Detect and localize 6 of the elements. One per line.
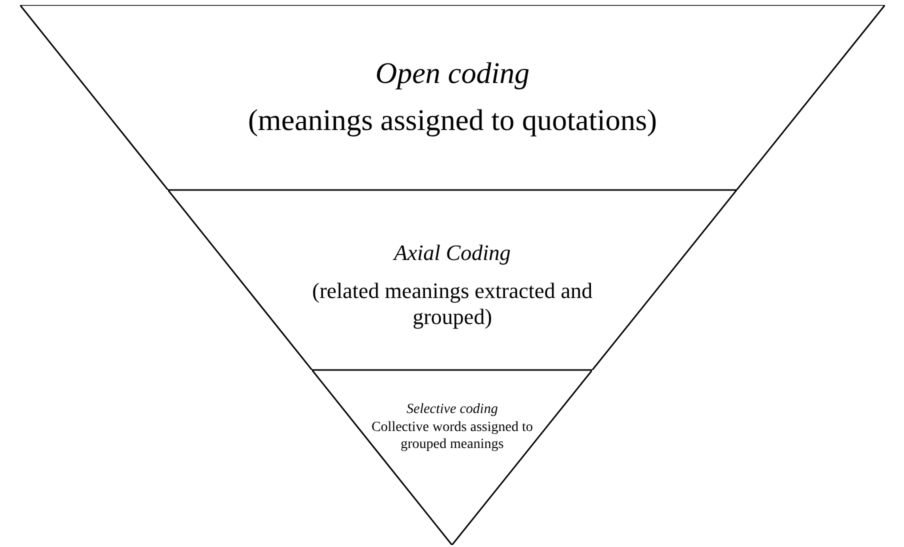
stage-description: (meanings assigned to quotations) (248, 103, 658, 139)
stage-heading: Selective coding (406, 402, 498, 418)
stage-description: (related meanings extracted and grouped) (311, 278, 594, 331)
stage-heading: Axial Coding (394, 240, 511, 266)
stage-description: Collective words assigned to grouped meanings (370, 420, 534, 454)
stage-heading: Open coding (375, 57, 530, 91)
